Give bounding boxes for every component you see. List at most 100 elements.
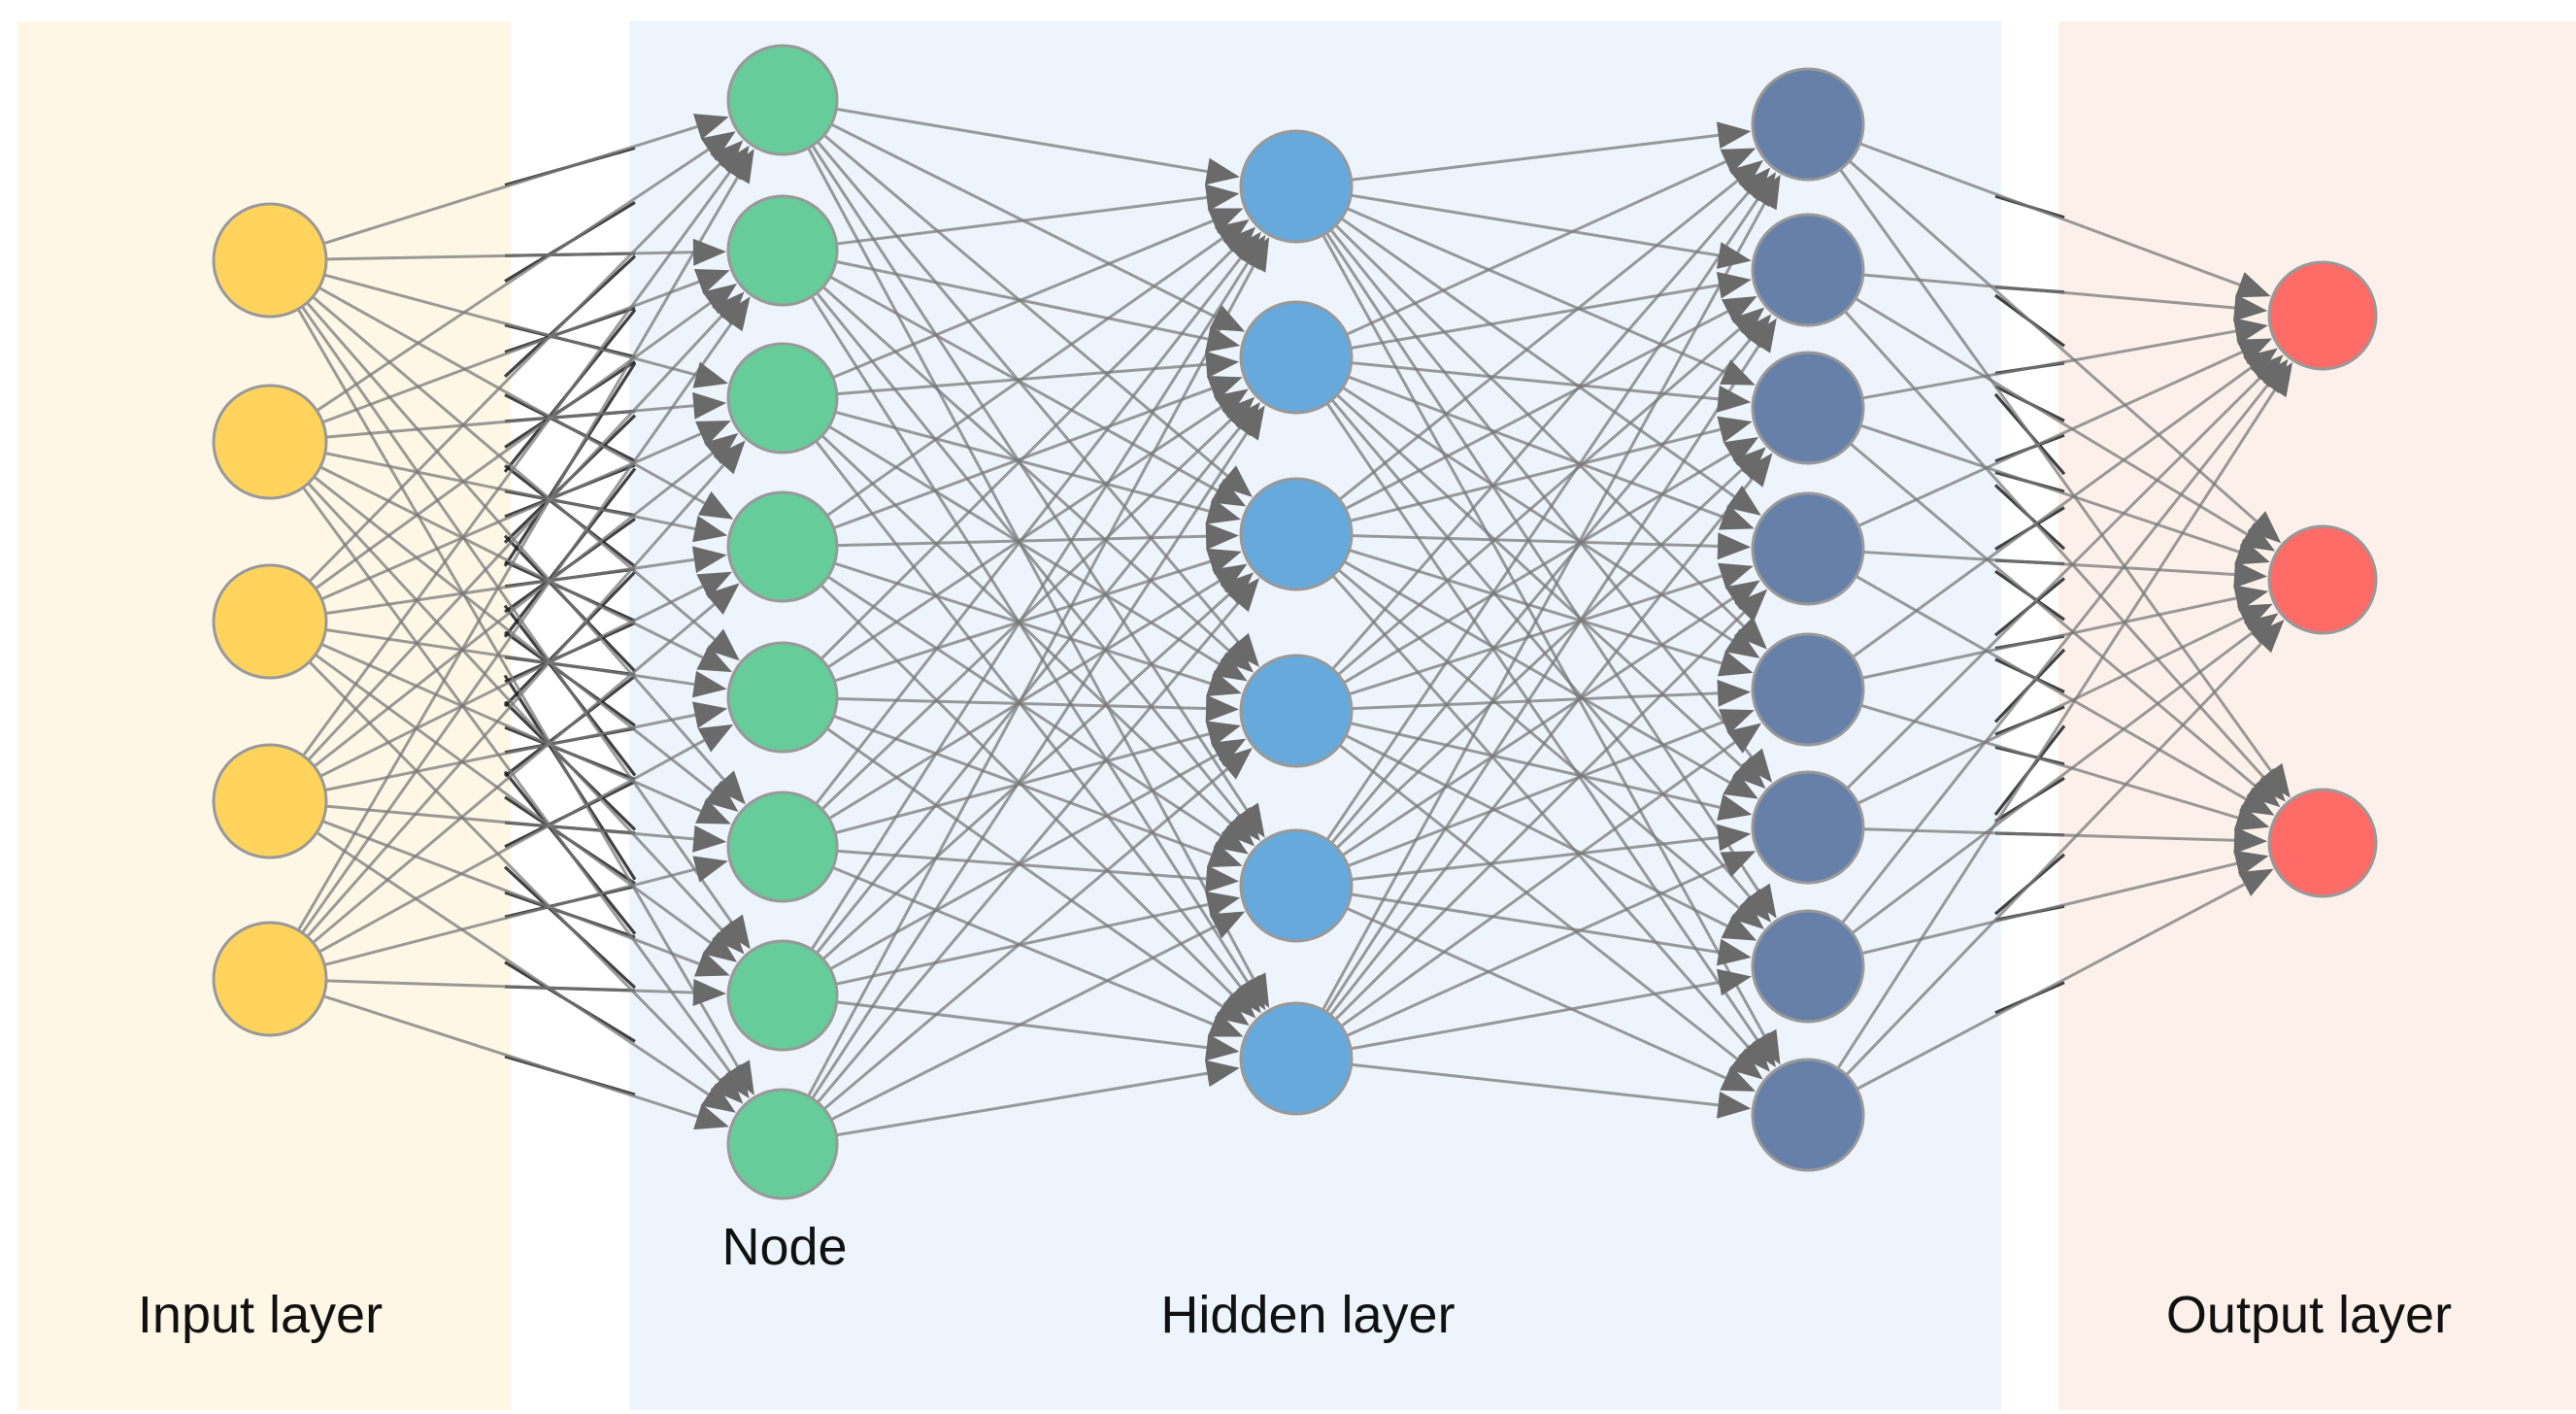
edge-3-3-0 (1857, 351, 2243, 527)
arrowhead-2-5-7 (1717, 1091, 1752, 1119)
arrowhead-3-7-0 (2262, 361, 2293, 398)
arrowhead-3-6-1 (2243, 613, 2279, 644)
edge-1-1-3 (821, 286, 1230, 653)
node-hidden-1-3 (726, 342, 839, 454)
edge-3-2-2 (1849, 442, 2257, 788)
node-hidden-2-1 (1239, 129, 1354, 244)
arrowhead-2-2-7 (1738, 1037, 1770, 1072)
arrowhead-0-1-5 (704, 780, 739, 813)
arrowhead-0-0-4 (705, 628, 740, 661)
node-hidden-1-4 (726, 490, 839, 603)
arrowhead-3-2-2 (2246, 775, 2281, 808)
arrowhead-2-3-7 (1728, 1048, 1763, 1080)
arrowhead-0-2-7 (710, 1070, 744, 1104)
arrowhead-2-0-5 (1741, 748, 1773, 783)
edge-1-5-1 (820, 419, 1232, 811)
arrowhead-2-5-0 (1753, 174, 1781, 211)
node-input-5 (212, 921, 328, 1037)
edge-2-2-2 (1349, 427, 1722, 522)
arrowhead-0-1-1 (693, 269, 730, 295)
edge-0-4-3 (312, 603, 716, 944)
edge-3-0-1 (1848, 159, 2258, 522)
edge-1-3-5 (820, 584, 1234, 996)
arrowhead-1-1-1 (1205, 325, 1241, 353)
arrowhead-3-6-2 (2233, 850, 2269, 877)
arrowhead-1-5-5 (1207, 1011, 1244, 1037)
edge-3-6-1 (1851, 631, 2254, 934)
node-hidden-2-4 (1239, 654, 1354, 768)
edge-1-5-4 (836, 849, 1207, 881)
edge-2-2-6 (1337, 568, 1740, 910)
edge-2-1-0 (1346, 160, 1726, 336)
edge-1-3-0 (825, 237, 1223, 518)
edge-0-0-7 (296, 308, 740, 1068)
edge-2-3-7 (1338, 744, 1738, 1060)
arrowhead-2-0-2 (1720, 359, 1756, 386)
connections (296, 107, 2276, 1137)
arrowhead-2-5-3 (1734, 589, 1768, 623)
edge-1-4-5 (825, 726, 1223, 1008)
arrowhead-0-4-2 (713, 440, 746, 475)
arrowhead-0-4-3 (705, 583, 740, 615)
edge-2-4-6 (1351, 892, 1720, 955)
edge-1-7-3 (822, 767, 1228, 1111)
arrowhead-1-3-0 (1214, 219, 1250, 250)
edge-0-1-0 (316, 148, 710, 413)
arrowhead-0-2-1 (702, 283, 738, 315)
edge-3-4-1 (1861, 596, 2237, 680)
node-hidden-1-1 (726, 44, 839, 156)
edge-2-0-0 (1351, 133, 1719, 182)
arrowhead-0-1-0 (700, 131, 736, 161)
edge-3-7-2 (1856, 883, 2246, 1091)
input-layer-label: Input layer (138, 1286, 383, 1344)
edge-0-3-1 (307, 315, 723, 761)
arrowhead-0-4-1 (719, 296, 751, 332)
arrowhead-0-0-1 (692, 238, 727, 266)
edge-2-3-5 (1350, 722, 1721, 809)
node-hidden-3-4 (1751, 491, 1865, 606)
arrowhead-1-5-2 (1212, 563, 1248, 593)
node-label: Node (721, 1218, 847, 1276)
arrowhead-2-3-2 (1723, 437, 1759, 466)
arrowhead-0-4-0 (725, 149, 754, 185)
edge-3-5-0 (1846, 377, 2261, 790)
node-hidden-1-8 (726, 1088, 839, 1200)
edge-1-7-2 (816, 602, 1240, 1104)
edge-3-1-0 (1862, 273, 2235, 310)
arrowhead-3-3-1 (2233, 560, 2268, 589)
node-output-2 (2267, 524, 2378, 635)
arrowhead-1-2-1 (1205, 351, 1240, 379)
edge-1-1-0 (836, 196, 1207, 246)
arrowhead-2-1-0 (1720, 148, 1756, 175)
node-hidden-2-2 (1239, 300, 1354, 415)
arrowhead-2-1-6 (1739, 888, 1772, 923)
arrowhead-0-3-3 (696, 571, 733, 599)
arrowhead-2-2-0 (1728, 159, 1763, 192)
edge-0-2-1 (315, 301, 712, 590)
edge-1-2-3 (828, 424, 1221, 665)
arrowhead-0-1-3 (692, 515, 728, 543)
output-layer-band (2058, 21, 2576, 1410)
arrowhead-0-0-3 (697, 490, 734, 520)
edge-1-4-2 (833, 559, 1211, 683)
arrowhead-1-4-1 (1213, 388, 1249, 419)
arrowhead-0-4-7 (693, 1103, 729, 1130)
edge-2-2-0 (1338, 179, 1739, 501)
arrowhead-2-3-5 (1717, 793, 1753, 822)
node-hidden-3-3 (1751, 351, 1865, 465)
edge-1-6-1 (815, 426, 1241, 955)
arrowhead-2-4-2 (1732, 447, 1766, 480)
arrowhead-1-1-0 (1204, 184, 1240, 212)
arrowhead-2-5-5 (1720, 851, 1756, 878)
arrowhead-0-1-4 (696, 645, 733, 673)
nodes (212, 44, 2378, 1200)
edge-0-4-1 (301, 322, 733, 934)
edge-3-7-0 (1836, 388, 2276, 1069)
arrowhead-1-0-0 (1204, 157, 1240, 185)
arrowhead-2-3-6 (1721, 913, 1757, 941)
arrowhead-0-1-2 (692, 391, 727, 420)
edge-3-6-0 (1841, 384, 2269, 925)
arrowhead-2-0-1 (1716, 242, 1752, 269)
edge-1-0-5 (807, 147, 1255, 980)
edge-0-0-6 (300, 305, 733, 924)
